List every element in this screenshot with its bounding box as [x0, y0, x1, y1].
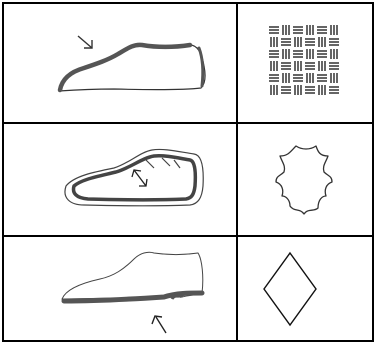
shoe-upper-highlight-with-arrow-icon [4, 4, 236, 122]
cell-textile [238, 4, 372, 122]
cell-shoe-outsole [4, 237, 236, 340]
cell-diamond [238, 237, 372, 340]
shoe-outsole-highlight-with-arrow-icon [4, 237, 236, 340]
cell-shoe-insole [4, 124, 236, 235]
cell-leather [238, 124, 372, 235]
leather-hide-icon [238, 124, 372, 235]
cell-shoe-upper [4, 4, 236, 122]
diamond-outline-icon [238, 237, 372, 340]
woven-textile-pattern-icon [238, 4, 372, 122]
material-legend-table [2, 2, 374, 342]
shoe-insole-with-double-arrow-icon [4, 124, 236, 235]
